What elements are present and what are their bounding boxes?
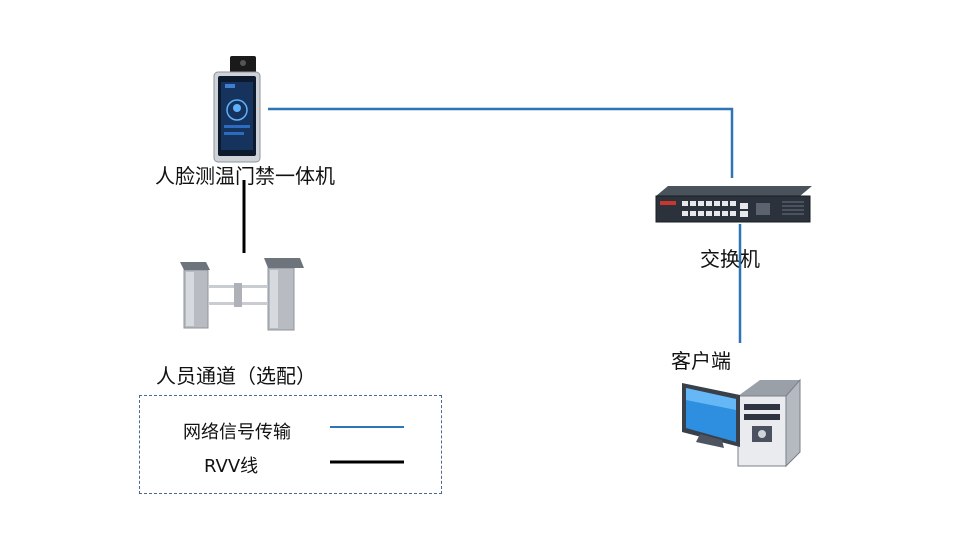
turnstile-label: 人员通道（选配） — [156, 364, 316, 388]
face-terminal-label: 人脸测温门禁一体机 — [155, 164, 335, 188]
network-link-terminal-to-switch — [268, 107, 734, 178]
client-label: 客户端 — [671, 349, 731, 373]
switch-label: 交换机 — [700, 247, 760, 271]
connections — [242, 107, 742, 343]
desktop-computer-icon — [682, 378, 801, 468]
network-switch-icon — [655, 186, 812, 223]
face-recognition-terminal-icon — [213, 56, 261, 163]
legend-network-line — [330, 426, 404, 428]
legend-rvv-label: RVV线 — [204, 456, 259, 477]
legend — [139, 395, 442, 494]
swing-barrier-gate-icon — [180, 258, 304, 331]
legend-network-label: 网络信号传输 — [183, 422, 291, 443]
legend-rvv-line — [330, 460, 404, 464]
